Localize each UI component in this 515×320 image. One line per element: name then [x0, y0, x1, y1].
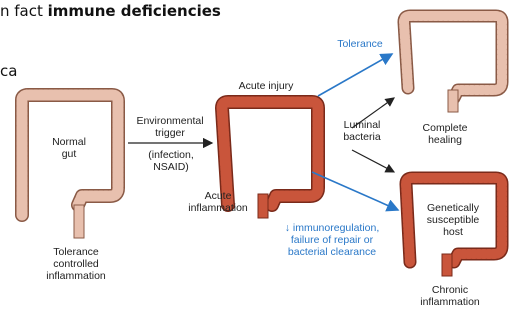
label-complete-healing: Complete healing — [405, 122, 485, 146]
label-tolerance: Tolerance — [330, 38, 390, 50]
normal-colon — [22, 95, 118, 238]
label-acute-inflammation: Acute inflammation — [178, 190, 258, 214]
label-luminal-bacteria: Luminal bacteria — [332, 119, 392, 143]
label-acute-injury: Acute injury — [226, 80, 306, 92]
arrow-tolerance — [318, 54, 392, 96]
arrow-immunoregulation — [312, 172, 398, 210]
label-tolerance-controlled: Tolerance controlled inflammation — [36, 246, 116, 282]
arrow-luminal-chronic — [352, 150, 394, 172]
label-genetically-susceptible: Genetically susceptible host — [418, 202, 488, 238]
label-chronic-inflammation: Chronic inflammation — [408, 284, 492, 308]
label-trigger-examples: (infection, NSAID) — [136, 149, 206, 173]
label-environmental-trigger: Environmental trigger — [128, 115, 212, 139]
label-immunoregulation: ↓ immunoregulation, failure of repair or… — [262, 222, 402, 258]
healed-colon — [404, 16, 502, 112]
label-normal-gut: Normal gut — [44, 136, 94, 160]
